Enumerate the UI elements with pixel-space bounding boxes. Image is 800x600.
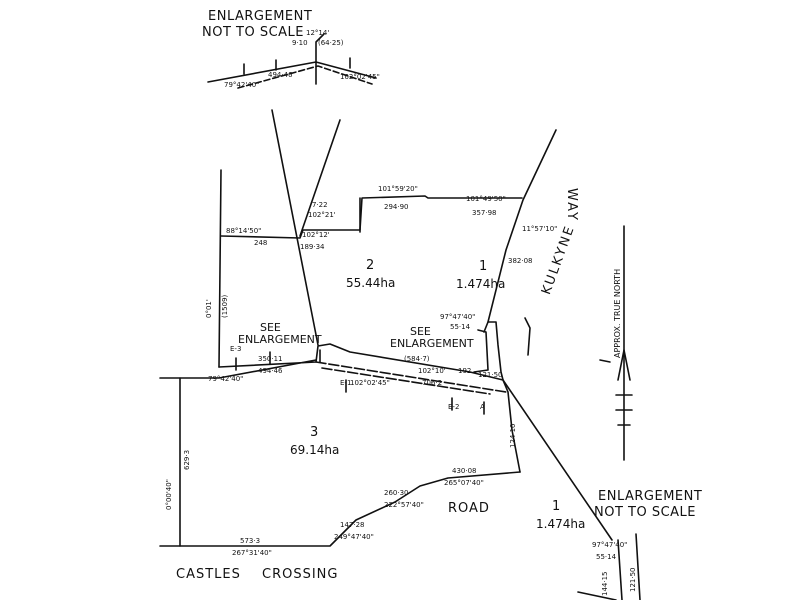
dim-top-enl-bearing-2: 102°02'45" xyxy=(340,73,380,81)
lot1-inner xyxy=(473,329,489,373)
dim-189: 189·34 xyxy=(300,243,325,251)
dim-5733: 573·3 xyxy=(240,537,261,545)
see-enlargement-left-line2: ENLARGEMENT xyxy=(238,333,322,346)
dim-101-59: 101°59'20" xyxy=(378,185,418,193)
dim-top-enl-s2: (64·25) xyxy=(318,39,344,47)
dim-494: 494·46 xyxy=(258,367,283,375)
top-enlargement-tick xyxy=(315,33,325,63)
dim-265: 265°07'40" xyxy=(444,479,484,487)
lot-1-number: 1 xyxy=(479,259,488,274)
enlargement-leader-top xyxy=(299,119,341,237)
lot1-boundary xyxy=(487,321,504,381)
dim-102-21: 102°21' xyxy=(308,211,336,219)
dim-43008: 430·08 xyxy=(452,467,477,475)
mark-a: A xyxy=(480,403,485,411)
north-arrow-head xyxy=(615,349,633,426)
kulkyne-way-boundary xyxy=(483,129,557,333)
dim-101-49: 101°49'50" xyxy=(466,195,506,203)
kulkyne-road-edge xyxy=(524,317,531,356)
dim-102-10: 102°10' xyxy=(418,367,446,375)
road-label-crossing: CROSSING xyxy=(262,567,339,582)
lot2-north-step xyxy=(220,195,523,239)
dim-102-02: 102°02'45" xyxy=(350,379,390,387)
dim-249: 249°47'40" xyxy=(334,533,374,541)
dim-88: 88°14'50" xyxy=(226,227,262,235)
lot-2-number: 2 xyxy=(366,258,375,273)
dim-6293: 629·3 xyxy=(183,449,191,470)
see-enlargement-left-line1: SEE xyxy=(260,321,281,334)
br-enlargement-line xyxy=(577,591,617,600)
enlargement-leader-right xyxy=(502,379,613,541)
dim-706: 706·2 xyxy=(422,379,443,387)
dim-248: 248 xyxy=(254,239,268,247)
lot-2-area: 55.44ha xyxy=(346,276,396,290)
dim-11-57: 11°57'10" xyxy=(522,225,558,233)
br-enlargement-boundary xyxy=(617,539,623,600)
lot-1-enlargement-number: 1 xyxy=(552,499,561,514)
dim-top-enl-v: 9·10 xyxy=(292,39,308,47)
see-enlargement-mid-line2: ENLARGEMENT xyxy=(390,337,474,350)
dim-top-enl-distance-1: 494·46 xyxy=(268,71,293,79)
dim-267: 267°31'40" xyxy=(232,549,272,557)
dim-222: 222°57'40" xyxy=(384,501,424,509)
road-label-castles: CASTLES xyxy=(176,567,241,582)
road-label-way: WAY xyxy=(564,188,579,222)
lot-3-area: 69.14ha xyxy=(290,443,340,457)
lot-1-enlargement-area: 1.474ha xyxy=(536,517,586,531)
mark-e2: E-2 xyxy=(448,403,460,411)
dim-14728: 147·28 xyxy=(340,521,365,529)
dim-1509: (1509) xyxy=(221,294,229,318)
lot3-east-boundary xyxy=(502,379,521,473)
dim-26030: 260·30 xyxy=(384,489,409,497)
dim-382: 382·08 xyxy=(508,257,533,265)
dim-5514: 55·14 xyxy=(450,323,471,331)
top-enlargement-boundary-lower xyxy=(237,65,373,89)
dim-0-00: 0°00'40" xyxy=(165,479,173,510)
dim-br-14415: 144·15 xyxy=(601,571,609,597)
dim-br-97: 97°47'40" xyxy=(592,541,628,549)
lot3-north-easement-2 xyxy=(321,367,491,395)
br-enlargement-boundary-2 xyxy=(635,533,641,600)
tick-marks xyxy=(235,57,485,415)
dim-97-47: 97°47'40" xyxy=(440,313,476,321)
dim-br-5514: 55·14 xyxy=(596,553,617,561)
dim-0-01: 0°01' xyxy=(205,299,213,318)
lot3-south-boundary xyxy=(159,471,521,547)
dim-350: 350·11 xyxy=(258,355,283,363)
mark-e1: E-1 xyxy=(340,379,352,387)
enlargement-note-br-line2: NOT TO SCALE xyxy=(594,505,697,520)
dim-12410: 124·10 xyxy=(509,423,517,449)
dim-192: 192 xyxy=(458,367,472,375)
mark-e3: E-3 xyxy=(230,345,242,353)
dim-722: 7·22 xyxy=(312,201,328,209)
dim-br-12150: 121·50 xyxy=(629,567,637,593)
road-edge-right xyxy=(599,359,611,363)
enlargement-note-top-line2: NOT TO SCALE xyxy=(202,25,305,40)
lot-3-number: 3 xyxy=(310,425,319,440)
dim-top-enl-s: 12°14' xyxy=(306,29,330,37)
dim-79-42: 79°42'40" xyxy=(208,375,244,383)
dim-102-12: 102°12' xyxy=(302,231,330,239)
enlargement-note-br-line1: ENLARGEMENT xyxy=(598,489,703,504)
see-enlargement-mid-line1: SEE xyxy=(410,325,431,338)
dim-584: (584·7) xyxy=(404,355,430,363)
enlargement-note-top-line1: ENLARGEMENT xyxy=(208,9,313,24)
dim-357: 357·98 xyxy=(472,209,497,217)
dim-top-enl-bearing-1: 79°42'40" xyxy=(224,81,260,89)
north-arrow-label: APPROX. TRUE NORTH xyxy=(613,268,622,358)
lot2-west-boundary xyxy=(218,169,222,368)
road-label-road: ROAD xyxy=(448,501,490,516)
enlargement-leader-left xyxy=(271,109,319,346)
dim-294: 294·90 xyxy=(384,203,409,211)
dim-12150: 121·50 xyxy=(478,371,503,379)
lot-1-area: 1.474ha xyxy=(456,277,506,291)
lot3-north-easement xyxy=(315,361,507,393)
